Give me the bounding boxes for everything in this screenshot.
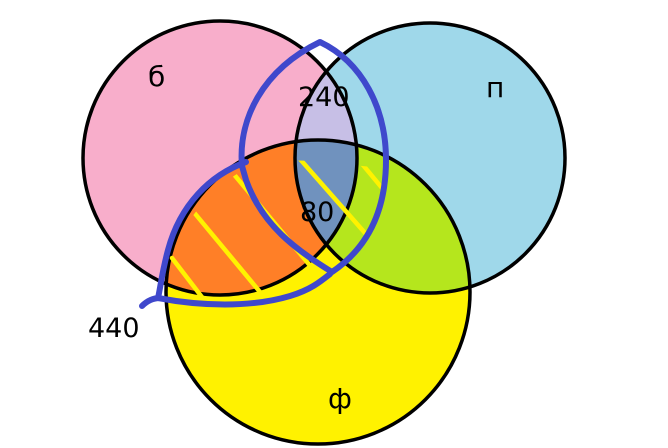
value-bpf: 80 <box>300 197 334 228</box>
hatch-line <box>289 160 368 236</box>
set-p-label: п <box>486 71 504 104</box>
set-b-label: б <box>148 60 165 93</box>
highlight-pointer-stroke <box>139 295 163 309</box>
outline-b <box>81 19 359 297</box>
hatch-line <box>189 207 273 306</box>
highlight-bp-outline <box>238 39 389 275</box>
value-bf-total: 440 <box>88 313 140 344</box>
outline-p <box>293 21 567 295</box>
set-f-label: ф <box>328 382 352 415</box>
outline-f <box>164 138 472 446</box>
hatch-line <box>169 255 211 306</box>
hatch-line <box>350 160 385 191</box>
value-bp: 240 <box>298 82 350 113</box>
